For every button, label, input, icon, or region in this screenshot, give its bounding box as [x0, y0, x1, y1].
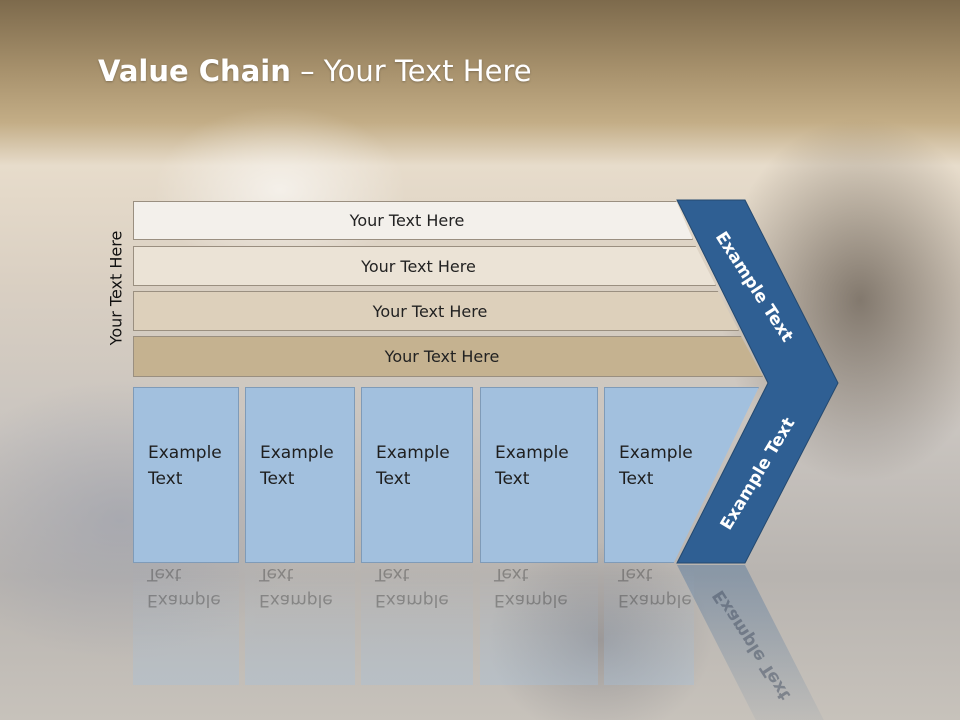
box-line1: Example [148, 443, 222, 463]
box-line1: Example [260, 443, 334, 463]
chevron-shape [676, 199, 839, 564]
support-band-1: Your Text Here [133, 201, 693, 240]
support-band-2: Your Text Here [133, 246, 716, 286]
box-line2: Text [619, 469, 654, 489]
support-band-label: Your Text Here [384, 347, 500, 366]
box-line2: Text [495, 469, 530, 489]
box-line1: Example [495, 443, 569, 463]
support-band-3: Your Text Here [133, 291, 739, 331]
title-bold: Value Chain [98, 54, 291, 88]
box-line2: Text [376, 469, 411, 489]
box-line2: Text [260, 469, 295, 489]
support-band-label: Your Text Here [361, 256, 476, 276]
support-band-4: Your Text Here [133, 336, 763, 377]
support-band-label: Your Text Here [349, 211, 465, 230]
box-line1: Example [619, 443, 693, 463]
chevron-reflection [677, 565, 824, 720]
slide-title: Value Chain – Your Text Here [98, 54, 532, 88]
title-rest: – Your Text Here [290, 54, 532, 88]
support-band-label: Your Text Here [372, 301, 488, 321]
box-line2: Text [148, 469, 183, 489]
box-line1: Example [376, 443, 450, 463]
